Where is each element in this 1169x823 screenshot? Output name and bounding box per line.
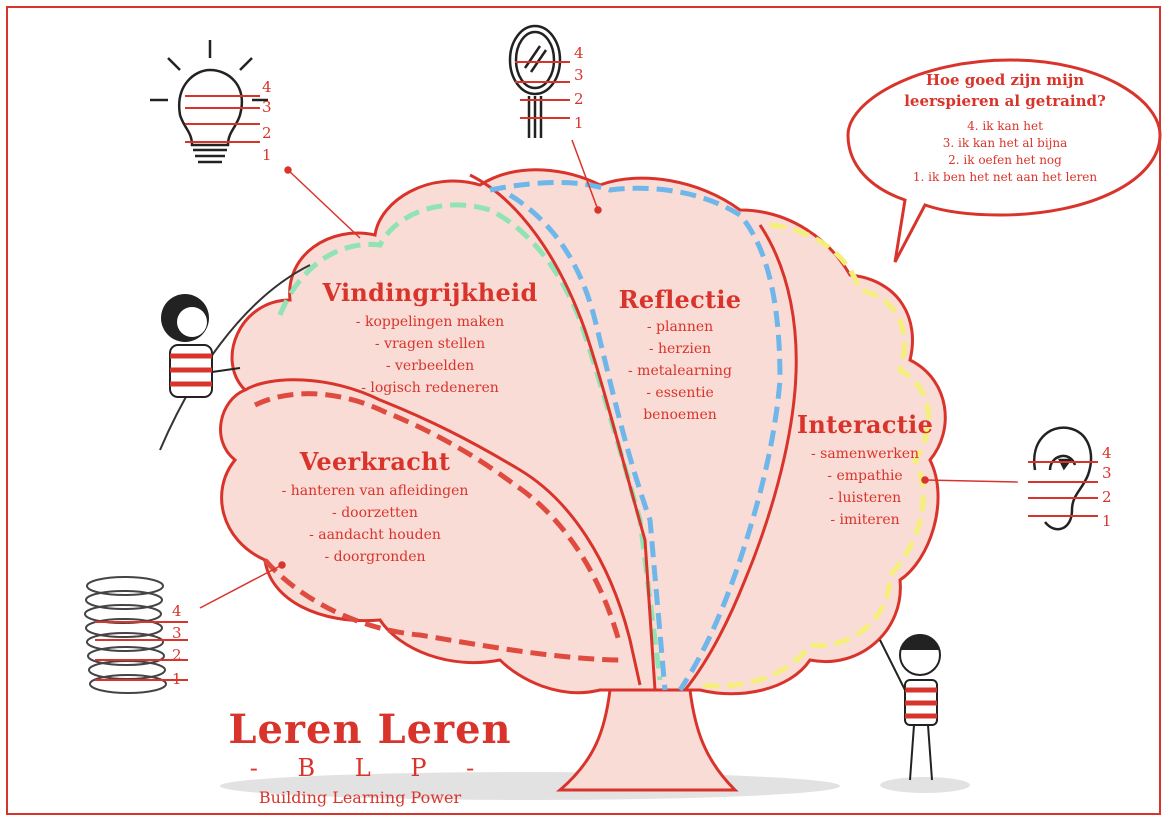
ear-scale-lines xyxy=(1028,461,1098,517)
ear-icon xyxy=(1032,426,1093,531)
region-item: - hanteren van afleidingen xyxy=(281,483,469,499)
mirror-scale-lines xyxy=(515,61,570,119)
spring-scale-2: 2 xyxy=(172,646,182,664)
region-item: - aandacht houden xyxy=(309,527,441,543)
legend-level-4: 4. ik kan het xyxy=(967,119,1043,133)
region-item: - plannen xyxy=(646,319,714,335)
region-item: - samenwerken xyxy=(810,446,920,462)
logo-title: Leren Leren xyxy=(228,706,512,753)
spring-icon xyxy=(84,576,167,694)
region-interactie: Interactie - samenwerken - empathie - lu… xyxy=(785,410,945,531)
region-item: - luisteren xyxy=(828,490,902,506)
mirror-scale-4: 4 xyxy=(574,44,584,62)
spring-scale-lines xyxy=(95,621,188,681)
page-frame xyxy=(6,6,1161,815)
ear-scale-3: 3 xyxy=(1102,464,1112,482)
brain-outline xyxy=(219,168,947,696)
logo-blp: - B L P - xyxy=(249,754,491,782)
interactie-dash xyxy=(699,222,931,689)
connector-lines xyxy=(199,139,1019,609)
region-reflectie: Reflectie - plannen - herzien - metalear… xyxy=(600,285,760,426)
region-item: - essentie xyxy=(646,385,714,401)
mirror-scale-1: 1 xyxy=(574,114,584,132)
legend-question: Hoe goed zijn mijn leerspieren al getrai… xyxy=(904,71,1106,110)
region-item: - logisch redeneren xyxy=(361,380,499,396)
region-item: - koppelingen maken xyxy=(355,314,505,330)
ear-scale-4: 4 xyxy=(1102,444,1112,462)
bulb-scale-1: 1 xyxy=(262,146,272,164)
region-item: - imiteren xyxy=(830,512,900,528)
region-title: Veerkracht xyxy=(299,447,451,476)
bulb-scale-2: 2 xyxy=(262,124,272,142)
logo-subtitle: Building Learning Power xyxy=(258,788,462,807)
region-item: - metalearning xyxy=(628,363,732,379)
spring-scale-1: 1 xyxy=(172,670,182,688)
region-item: benoemen xyxy=(643,407,717,423)
bulb-scale-lines xyxy=(185,95,260,143)
ear-scale-2: 2 xyxy=(1102,488,1112,506)
legend-level-2: 2. ik oefen het nog xyxy=(948,153,1062,167)
region-item: - empathie xyxy=(827,468,903,484)
ear-scale-1: 1 xyxy=(1102,512,1112,530)
brain-trunk xyxy=(555,688,739,792)
legend-level-3: 3. ik kan het al bijna xyxy=(942,136,1068,150)
bulb-scale-3: 3 xyxy=(262,98,272,116)
veerkracht-dash xyxy=(253,391,623,646)
girl-illustration xyxy=(879,634,970,793)
mirror-scale-2: 2 xyxy=(574,90,584,108)
spring-scale-4: 4 xyxy=(172,602,182,620)
mirror-scale-3: 3 xyxy=(574,66,584,84)
speech-bubble xyxy=(846,58,1162,263)
region-item: - doorzetten xyxy=(332,505,418,521)
legend-level-1: 1. ik ben het net aan het leren xyxy=(912,170,1098,184)
region-item: - doorgronden xyxy=(324,549,426,565)
lightbulb-icon xyxy=(150,40,268,164)
reflectie-dash xyxy=(489,180,783,692)
region-veerkracht: Veerkracht - hanteren van afleidingen - … xyxy=(255,447,495,568)
region-title: Reflectie xyxy=(618,285,742,314)
climbing-child-illustration xyxy=(159,264,311,451)
region-title: Interactie xyxy=(796,410,934,439)
region-item: - herzien xyxy=(648,341,712,357)
region-item: - verbeelden xyxy=(385,358,475,374)
legend-levels: 4. ik kan het 3. ik kan het al bijna 2. … xyxy=(880,118,1130,186)
region-vindingrijkheid: Vindingrijkheid - koppelingen maken - vr… xyxy=(320,278,540,399)
region-item: - vragen stellen xyxy=(374,336,486,352)
bulb-scale-4: 4 xyxy=(262,78,272,96)
region-title: Vindingrijkheid xyxy=(322,278,538,307)
spring-scale-3: 3 xyxy=(172,624,182,642)
